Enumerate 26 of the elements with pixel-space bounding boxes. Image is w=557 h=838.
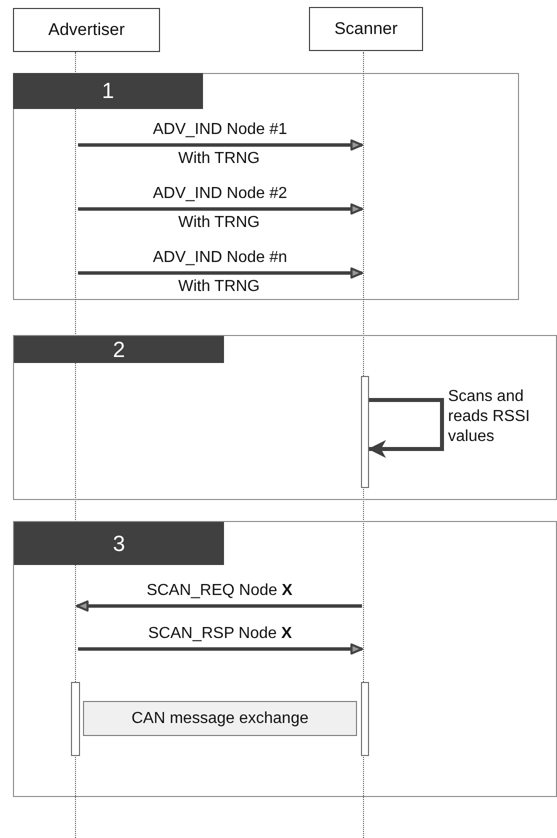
- participant-box: Advertiser: [13, 8, 160, 52]
- message-arrow: [78, 267, 364, 279]
- message-box: CAN message exchange: [83, 701, 357, 736]
- edge-label: ADV_IND Node #n: [152, 249, 288, 267]
- edge-label: ADV_IND Node #1: [152, 121, 288, 139]
- activation-bar: [361, 682, 369, 756]
- message-arrow: [78, 139, 364, 151]
- frame-number: 2: [14, 336, 224, 363]
- message-arrow: [78, 203, 364, 215]
- sequence-frame: [13, 335, 557, 500]
- activation-bar: [361, 376, 369, 488]
- message-arrow: [78, 643, 364, 655]
- message-note: With TRNG: [178, 278, 260, 296]
- activation-bar: [71, 682, 80, 756]
- message-arrow: [76, 600, 362, 612]
- message-note: With TRNG: [178, 214, 260, 232]
- edge-label: SCAN_RSP Node X: [148, 625, 292, 643]
- frame-number: 1: [13, 73, 203, 109]
- sequence-frame: [13, 521, 557, 797]
- participant-box: Scanner: [309, 7, 423, 51]
- edge-label: Scans and reads RSSI values: [448, 387, 531, 447]
- edge-label: SCAN_REQ Node X: [146, 582, 292, 600]
- message-note: With TRNG: [178, 150, 260, 168]
- message-arrow: [368, 398, 444, 458]
- edge-label: ADV_IND Node #2: [152, 185, 288, 203]
- frame-number: 3: [14, 522, 224, 565]
